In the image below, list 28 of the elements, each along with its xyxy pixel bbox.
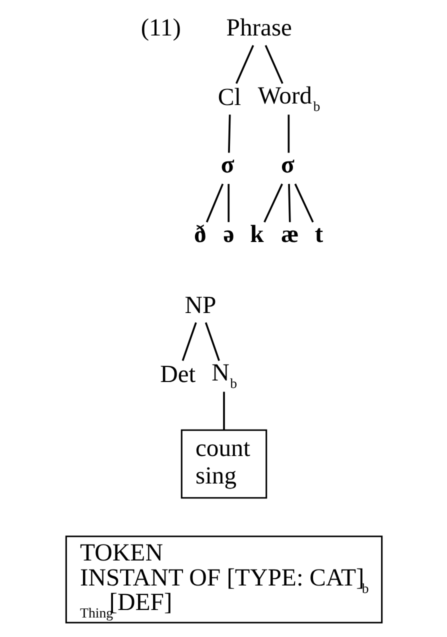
connector <box>227 184 230 222</box>
node-text: σ <box>220 152 234 179</box>
connector <box>287 114 290 153</box>
node-box: count sing <box>180 429 267 499</box>
node-text: Cl <box>217 84 241 111</box>
connector <box>294 184 314 222</box>
node-text: NP <box>184 292 216 319</box>
node-box: TOKEN INSTANT OF [TYPE: CAT]$_{b}$ $_{Thing}$[DEF] <box>64 536 382 624</box>
node-text: t <box>314 220 323 248</box>
connector <box>181 322 196 361</box>
node-text: ð <box>193 220 206 248</box>
connector <box>205 184 224 222</box>
connector <box>228 114 230 153</box>
node-text: Det <box>160 361 196 388</box>
node-text: Phrase <box>226 14 292 42</box>
node-text: N$_{b}$ <box>211 360 237 392</box>
connector <box>264 44 283 84</box>
node-text: k <box>250 220 264 248</box>
node-text: σ <box>280 152 294 179</box>
node-text: Word$_{b}$ <box>257 82 320 114</box>
connector <box>288 184 290 222</box>
label: (11) <box>140 14 180 42</box>
node-text: ə <box>222 220 234 248</box>
connector <box>263 184 282 222</box>
connector <box>204 322 220 361</box>
connector <box>222 392 224 430</box>
node-text: æ <box>280 220 298 248</box>
connector <box>235 44 254 84</box>
